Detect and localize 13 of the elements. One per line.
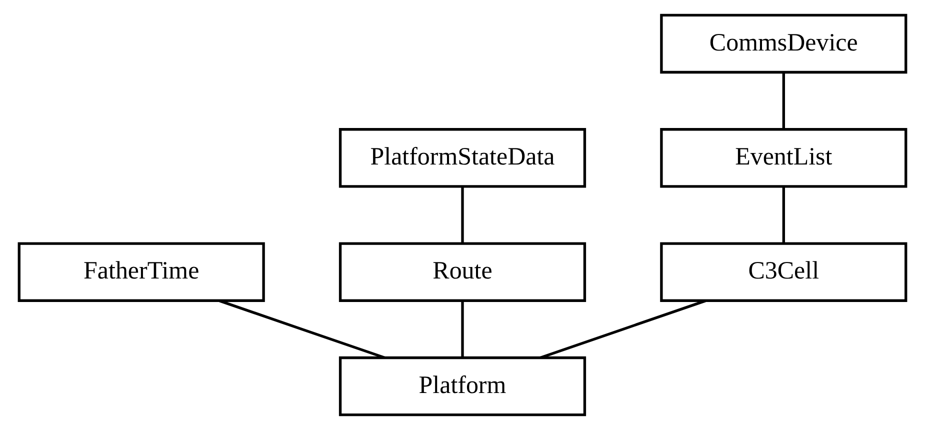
node-box: Route <box>338 242 586 302</box>
node-box: C3Cell <box>660 242 908 302</box>
node-box: PlatformStateData <box>338 128 586 188</box>
node-box: CommsDevice <box>660 14 908 74</box>
connector <box>461 301 464 358</box>
connector <box>782 187 785 244</box>
connector <box>219 300 386 359</box>
node-box: Platform <box>338 356 586 416</box>
connector <box>782 72 785 130</box>
connector <box>540 300 706 359</box>
node-box: EventList <box>660 128 908 188</box>
connector <box>461 187 464 244</box>
node-box: FatherTime <box>18 242 265 302</box>
